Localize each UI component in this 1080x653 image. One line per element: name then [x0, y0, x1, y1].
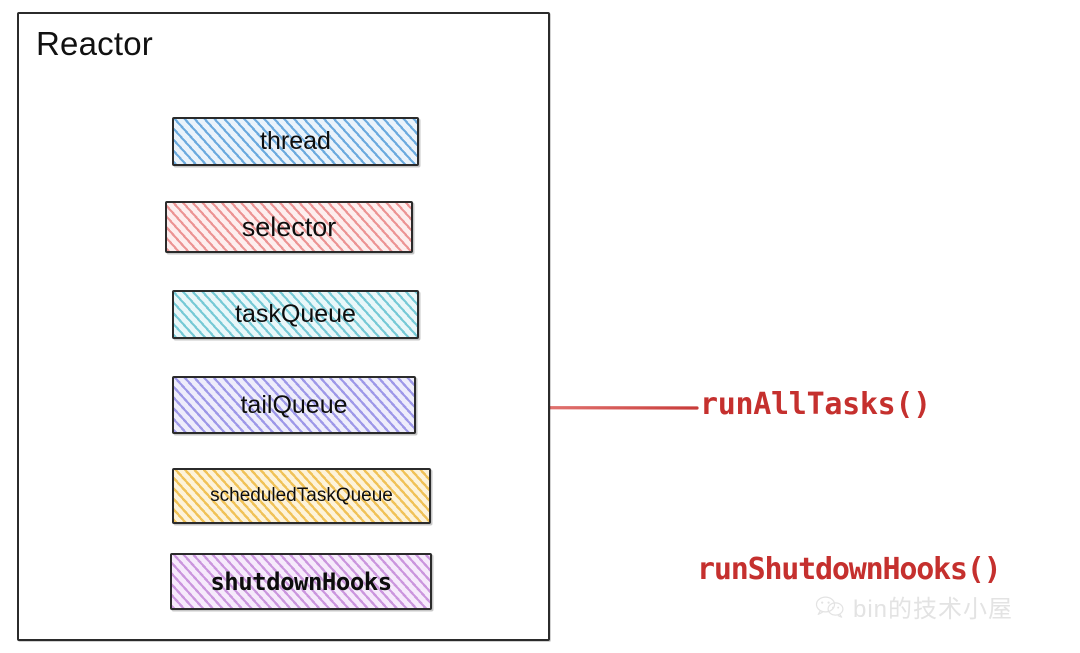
- wechat-icon: [815, 595, 845, 619]
- field-label-taskqueue: taskQueue: [235, 300, 356, 328]
- field-box-shutdownhooks[interactable]: shutdownHooks: [170, 553, 432, 610]
- field-label-scheduledtaskqueue: scheduledTaskQueue: [210, 485, 393, 506]
- watermark-text: bin的技术小屋: [853, 596, 1014, 623]
- field-label-selector: selector: [241, 211, 337, 242]
- field-box-tailqueue[interactable]: tailQueue: [172, 376, 416, 434]
- watermark: bin的技术小屋: [815, 589, 1013, 624]
- field-label-shutdownhooks: shutdownHooks: [210, 567, 392, 596]
- annotation-runshutdownhooks: runShutdownHooks(): [697, 552, 1002, 587]
- field-label-tailqueue: tailQueue: [240, 390, 348, 419]
- reactor-title: Reactor: [36, 25, 153, 62]
- field-box-taskqueue[interactable]: taskQueue: [172, 290, 419, 339]
- field-box-thread[interactable]: thread: [172, 117, 419, 166]
- field-label-thread: thread: [260, 127, 331, 155]
- field-box-scheduledtaskqueue[interactable]: scheduledTaskQueue: [172, 468, 431, 524]
- annotation-runalltasks: runAllTasks(): [700, 387, 931, 422]
- field-box-selector[interactable]: selector: [165, 201, 413, 253]
